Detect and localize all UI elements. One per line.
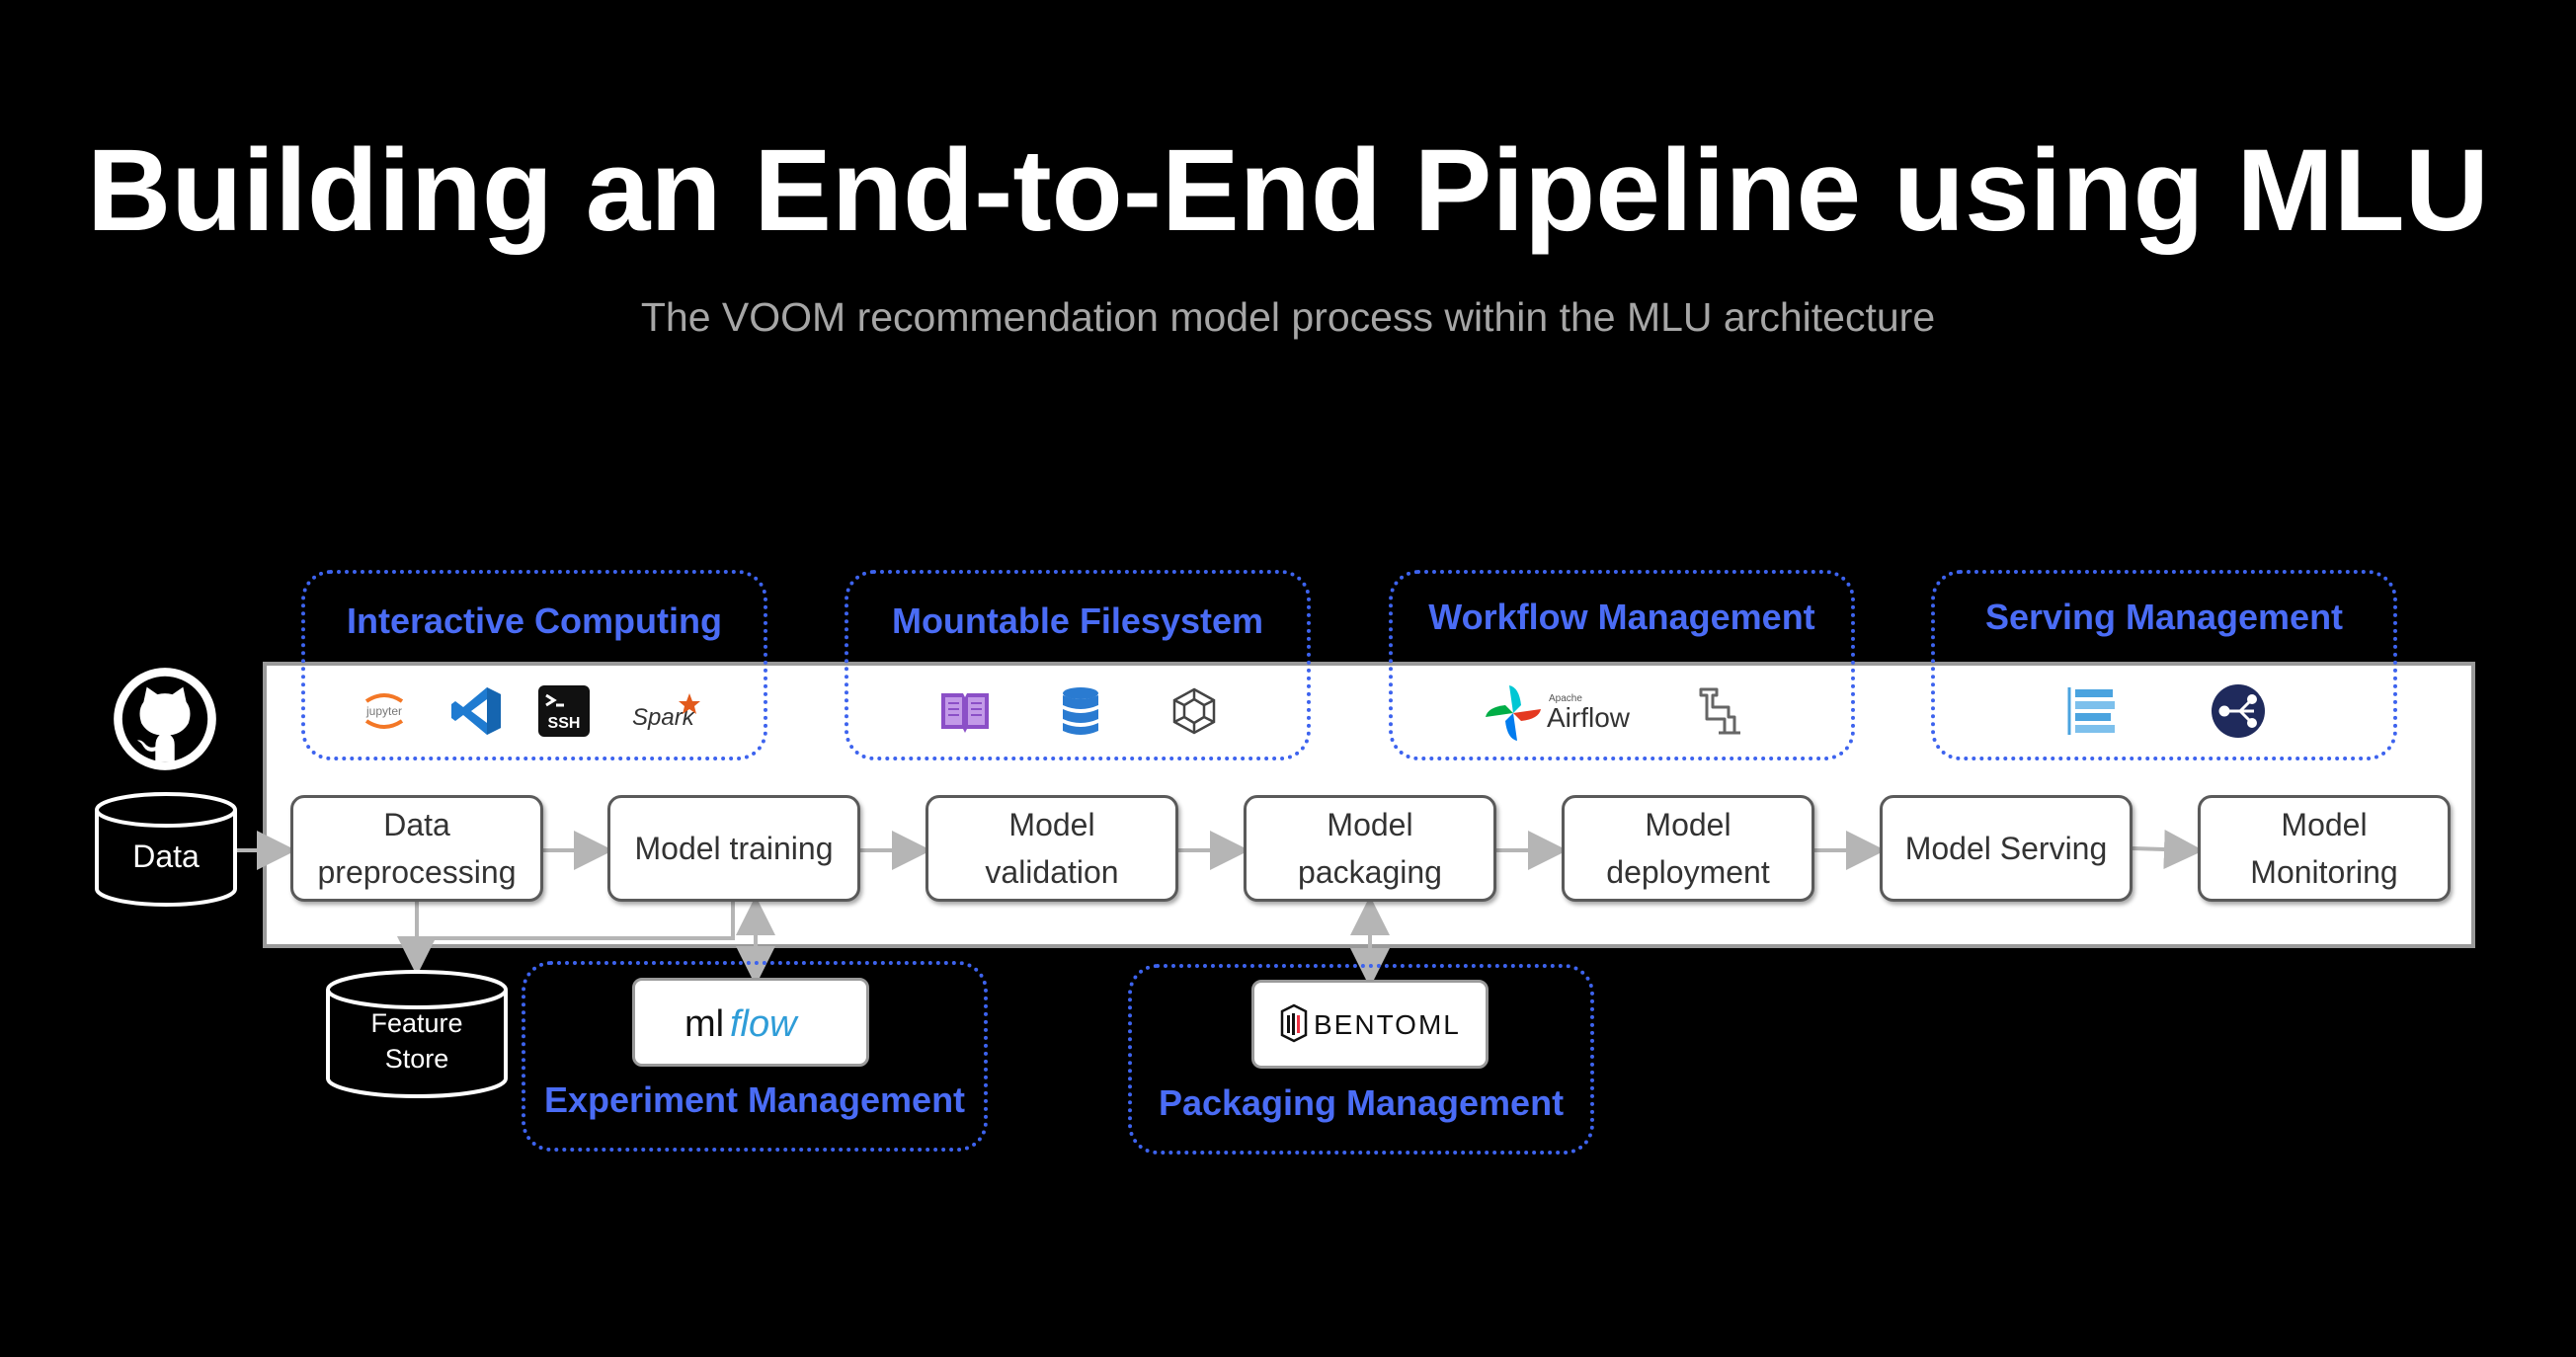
jupyter-icon: jupyter [364,693,404,729]
mlflow-logo-card[interactable]: ml flow [632,978,869,1067]
group-workflow-management [1389,570,1855,760]
group-mountable-filesystem [845,570,1311,760]
feature-store-label: Feature Store [370,1008,463,1074]
github-icon [114,668,216,770]
group-label-serving-management: Serving Management [1984,597,2344,637]
group-interactive-computing [301,570,767,760]
book-icon [941,693,989,733]
network-share-icon [2212,684,2265,738]
line-training-to-feature-store [417,901,735,940]
group-label-workflow-management: Workflow Management [1428,597,1815,637]
arrow-serving-to-monitoring [2132,830,2204,869]
feature-store-cylinder [326,970,508,1098]
svg-text:flow: flow [730,1003,799,1045]
page-title: Building an End-to-End Pipeline using ML… [87,125,2489,256]
group-experiment-management [522,961,988,1152]
step-model-serving[interactable]: Model Serving [1880,795,2133,902]
group-label-interactive-computing: Interactive Computing [346,600,723,641]
spark-icon: Spark [632,693,700,731]
svg-text:BENTOML: BENTOML [1314,1009,1461,1040]
cube-icon [1172,687,1216,735]
ssh-terminal-icon: SSH [538,685,590,737]
svg-text:jupyter: jupyter [365,704,402,718]
svg-text:Apache: Apache [1549,693,1582,704]
svg-text:ml: ml [684,1003,724,1045]
group-serving-management [1931,570,2397,760]
server-list-icon [2067,687,2115,735]
group-label-packaging-management: Packaging Management [1158,1082,1565,1123]
group-label-mountable-filesystem: Mountable Filesystem [891,600,1264,641]
vscode-icon [451,687,501,735]
pipe-icon [1699,687,1740,735]
group-packaging-management [1128,964,1594,1155]
svg-text:SSH: SSH [548,715,581,732]
airflow-icon: Apache Airflow [1486,685,1631,741]
mlflow-icon: ml flow [684,1003,799,1045]
group-label-experiment-management: Experiment Management [543,1079,966,1120]
svg-text:Airflow: Airflow [1547,702,1631,733]
step-model-training[interactable]: Model training [607,795,860,902]
bentoml-icon: BENTOML [1280,1003,1461,1043]
database-icon [1063,687,1098,735]
bentoml-logo-card[interactable]: BENTOML [1251,980,1489,1069]
data-source-cylinder [95,792,237,907]
page-subtitle: The VOOM recommendation model process wi… [640,294,1936,340]
data-source-label: Data [132,838,200,874]
